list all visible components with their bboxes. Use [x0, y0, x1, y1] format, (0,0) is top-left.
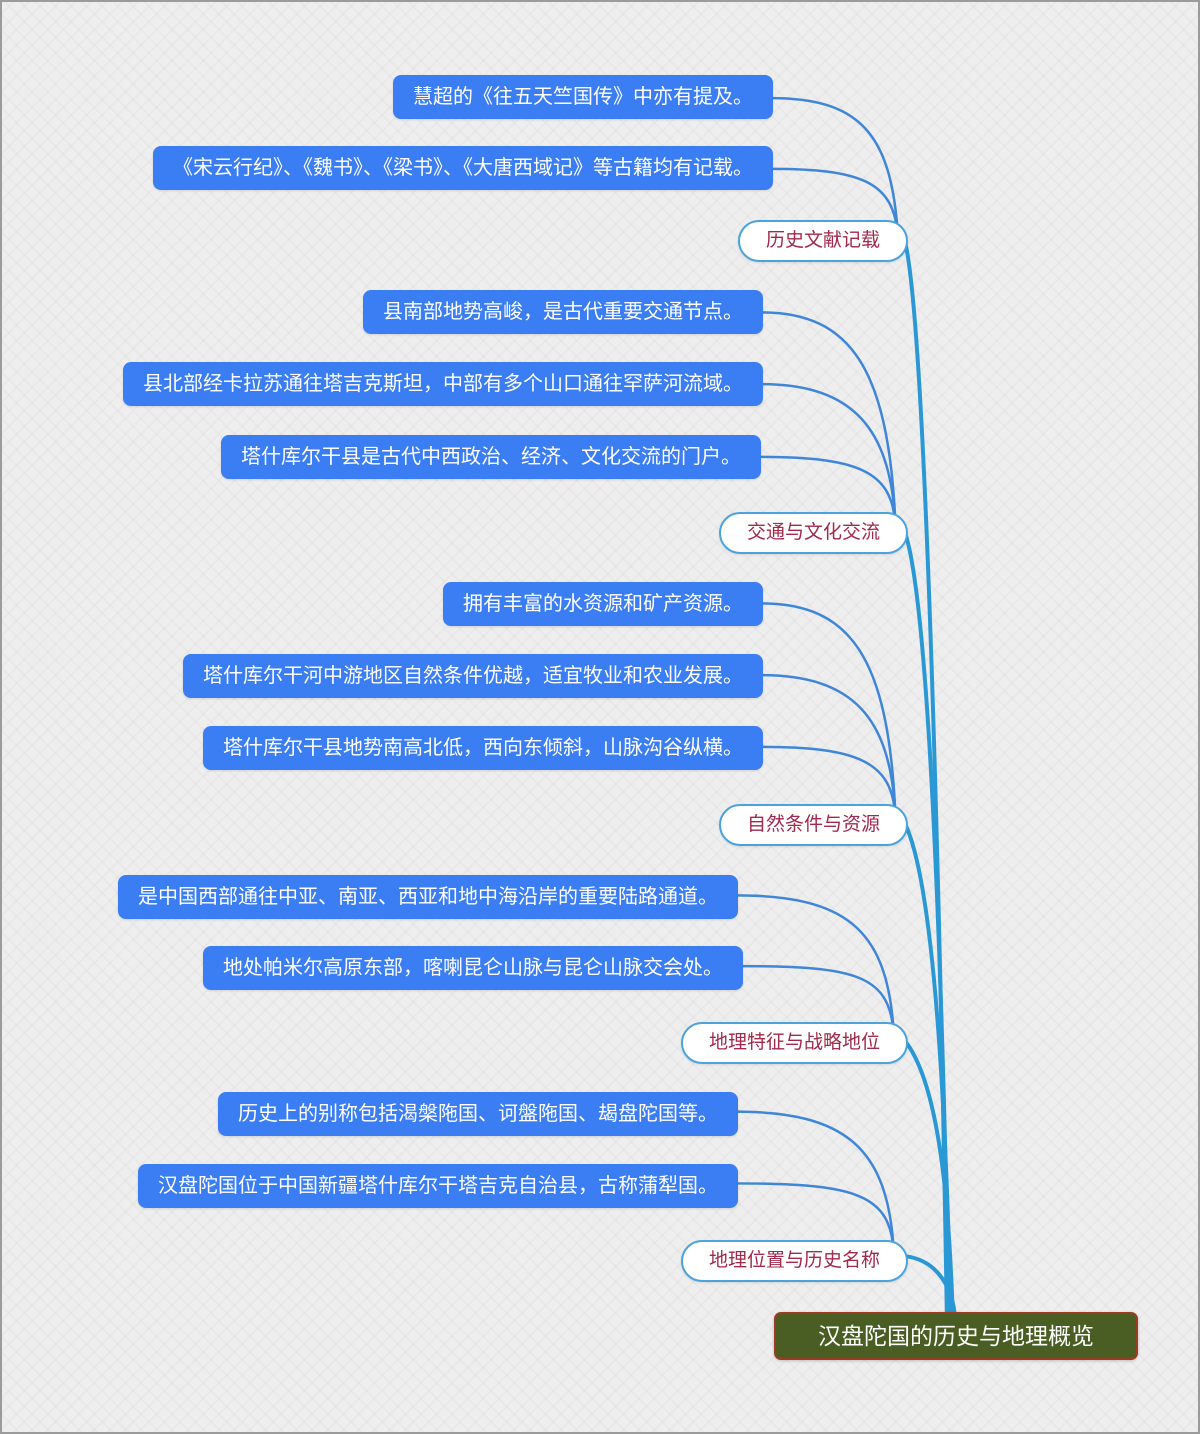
leaf-node[interactable]: 汉盘陀国位于中国新疆塔什库尔干塔吉克自治县，古称蒲犁国。	[138, 1164, 738, 1208]
branch-location-names[interactable]: 地理位置与历史名称	[680, 1240, 908, 1282]
leaf-node[interactable]: 地处帕米尔高原东部，喀喇昆仑山脉与昆仑山脉交会处。	[203, 946, 743, 990]
leaf-node[interactable]: 塔什库尔干县是古代中西政治、经济、文化交流的门户。	[221, 435, 761, 479]
connector-root-branch-natural-resources	[902, 821, 953, 1318]
branch-transport-culture[interactable]: 交通与文化交流	[718, 512, 908, 554]
leaf-node[interactable]: 塔什库尔干县地势南高北低，西向东倾斜，山脉沟谷纵横。	[203, 726, 763, 770]
connector-leaf-2-1	[760, 673, 897, 810]
connector-leaf-3-0	[735, 894, 895, 1025]
connector-root-branch-transport-culture	[902, 530, 951, 1318]
connector-root-branch-history-records	[902, 239, 949, 1318]
branch-geo-strategy[interactable]: 地理特征与战略地位	[680, 1022, 908, 1064]
leaf-node[interactable]: 《宋云行纪》、《魏书》、《梁书》、《大唐西域记》等古籍均有记载。	[153, 146, 773, 190]
leaf-node[interactable]: 县北部经卡拉苏通往塔吉克斯坦，中部有多个山口通往罕萨河流域。	[123, 362, 763, 406]
connector-leaf-2-0	[760, 602, 897, 807]
leaf-node[interactable]: 塔什库尔干河中游地区自然条件优越，适宜牧业和农业发展。	[183, 654, 763, 698]
connector-leaf-2-2	[760, 745, 897, 814]
connector-leaf-3-1	[740, 964, 895, 1029]
connector-root-branch-location-names	[902, 1254, 957, 1318]
connector-leaf-4-1	[735, 1182, 895, 1246]
leaf-node[interactable]: 县南部地势高峻，是古代重要交通节点。	[363, 290, 763, 334]
connector-leaf-1-0	[760, 311, 897, 516]
root-node[interactable]: 汉盘陀国的历史与地理概览	[774, 1312, 1138, 1360]
leaf-node[interactable]: 历史上的别称包括渴槃陁国、诃盤陁国、朅盘陀国等。	[218, 1092, 738, 1136]
connector-root-branch-geo-strategy	[902, 1038, 955, 1318]
branch-natural-resources[interactable]: 自然条件与资源	[718, 804, 908, 846]
connector-leaf-1-1	[760, 382, 897, 519]
branch-history-records[interactable]: 历史文献记载	[737, 220, 908, 262]
connector-leaf-0-0	[770, 96, 899, 225]
leaf-node[interactable]: 是中国西部通往中亚、南亚、西亚和地中海沿岸的重要陆路通道。	[118, 875, 738, 919]
leaf-node[interactable]: 拥有丰富的水资源和矿产资源。	[443, 582, 763, 626]
connector-leaf-4-0	[735, 1110, 895, 1242]
leaf-node[interactable]: 慧超的《往五天竺国传》中亦有提及。	[393, 75, 773, 119]
